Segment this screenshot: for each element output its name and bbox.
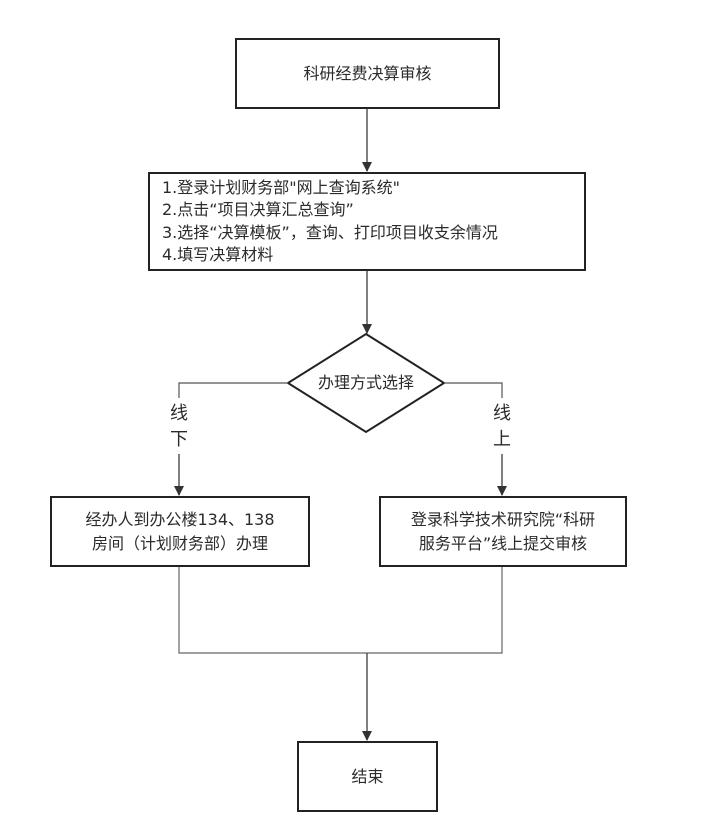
steps-node: 1.登录计划财务部"网上查询系统" 2.点击“项目决算汇总查询” 3.选择“决算… (148, 172, 586, 271)
end-node-text: 结束 (351, 766, 384, 786)
branch-left-label: 线 下 (167, 401, 191, 453)
merge-line (178, 566, 503, 654)
branch-left-label-2: 下 (170, 429, 188, 450)
step-1: 1.登录计划财务部"网上查询系统" (162, 177, 400, 197)
online-node-line-2: 服务平台”线上提交审核 (418, 533, 588, 553)
branch-right-label: 线 上 (490, 401, 514, 453)
title-node-text: 科研经费决算审核 (303, 63, 432, 83)
step-3: 3.选择“决算模板”，查询、打印项目收支余情况 (162, 222, 498, 242)
decision-diamond (286, 332, 446, 434)
decision-node-text: 办理方式选择 (317, 373, 414, 392)
title-node: 科研经费决算审核 (235, 38, 500, 109)
offline-node-line-1: 经办人到办公楼134、138 (85, 509, 275, 529)
step-2: 2.点击“项目决算汇总查询” (162, 200, 354, 219)
online-node-line-1: 登录科学技术研究院“科研 (410, 509, 596, 529)
branch-left-line (178, 382, 288, 398)
branch-right-label-1: 线 (493, 403, 511, 424)
offline-node-line-2: 房间（计划财务部）办理 (91, 533, 268, 553)
online-node: 登录科学技术研究院“科研 服务平台”线上提交审核 (379, 496, 627, 567)
offline-node: 经办人到办公楼134、138 房间（计划财务部）办理 (50, 496, 310, 567)
step-4: 4.填写决算材料 (162, 245, 274, 264)
branch-right-label-2: 上 (493, 429, 511, 450)
branch-right-line (444, 382, 503, 398)
end-node: 结束 (297, 741, 438, 812)
branch-left-label-1: 线 (170, 403, 188, 424)
